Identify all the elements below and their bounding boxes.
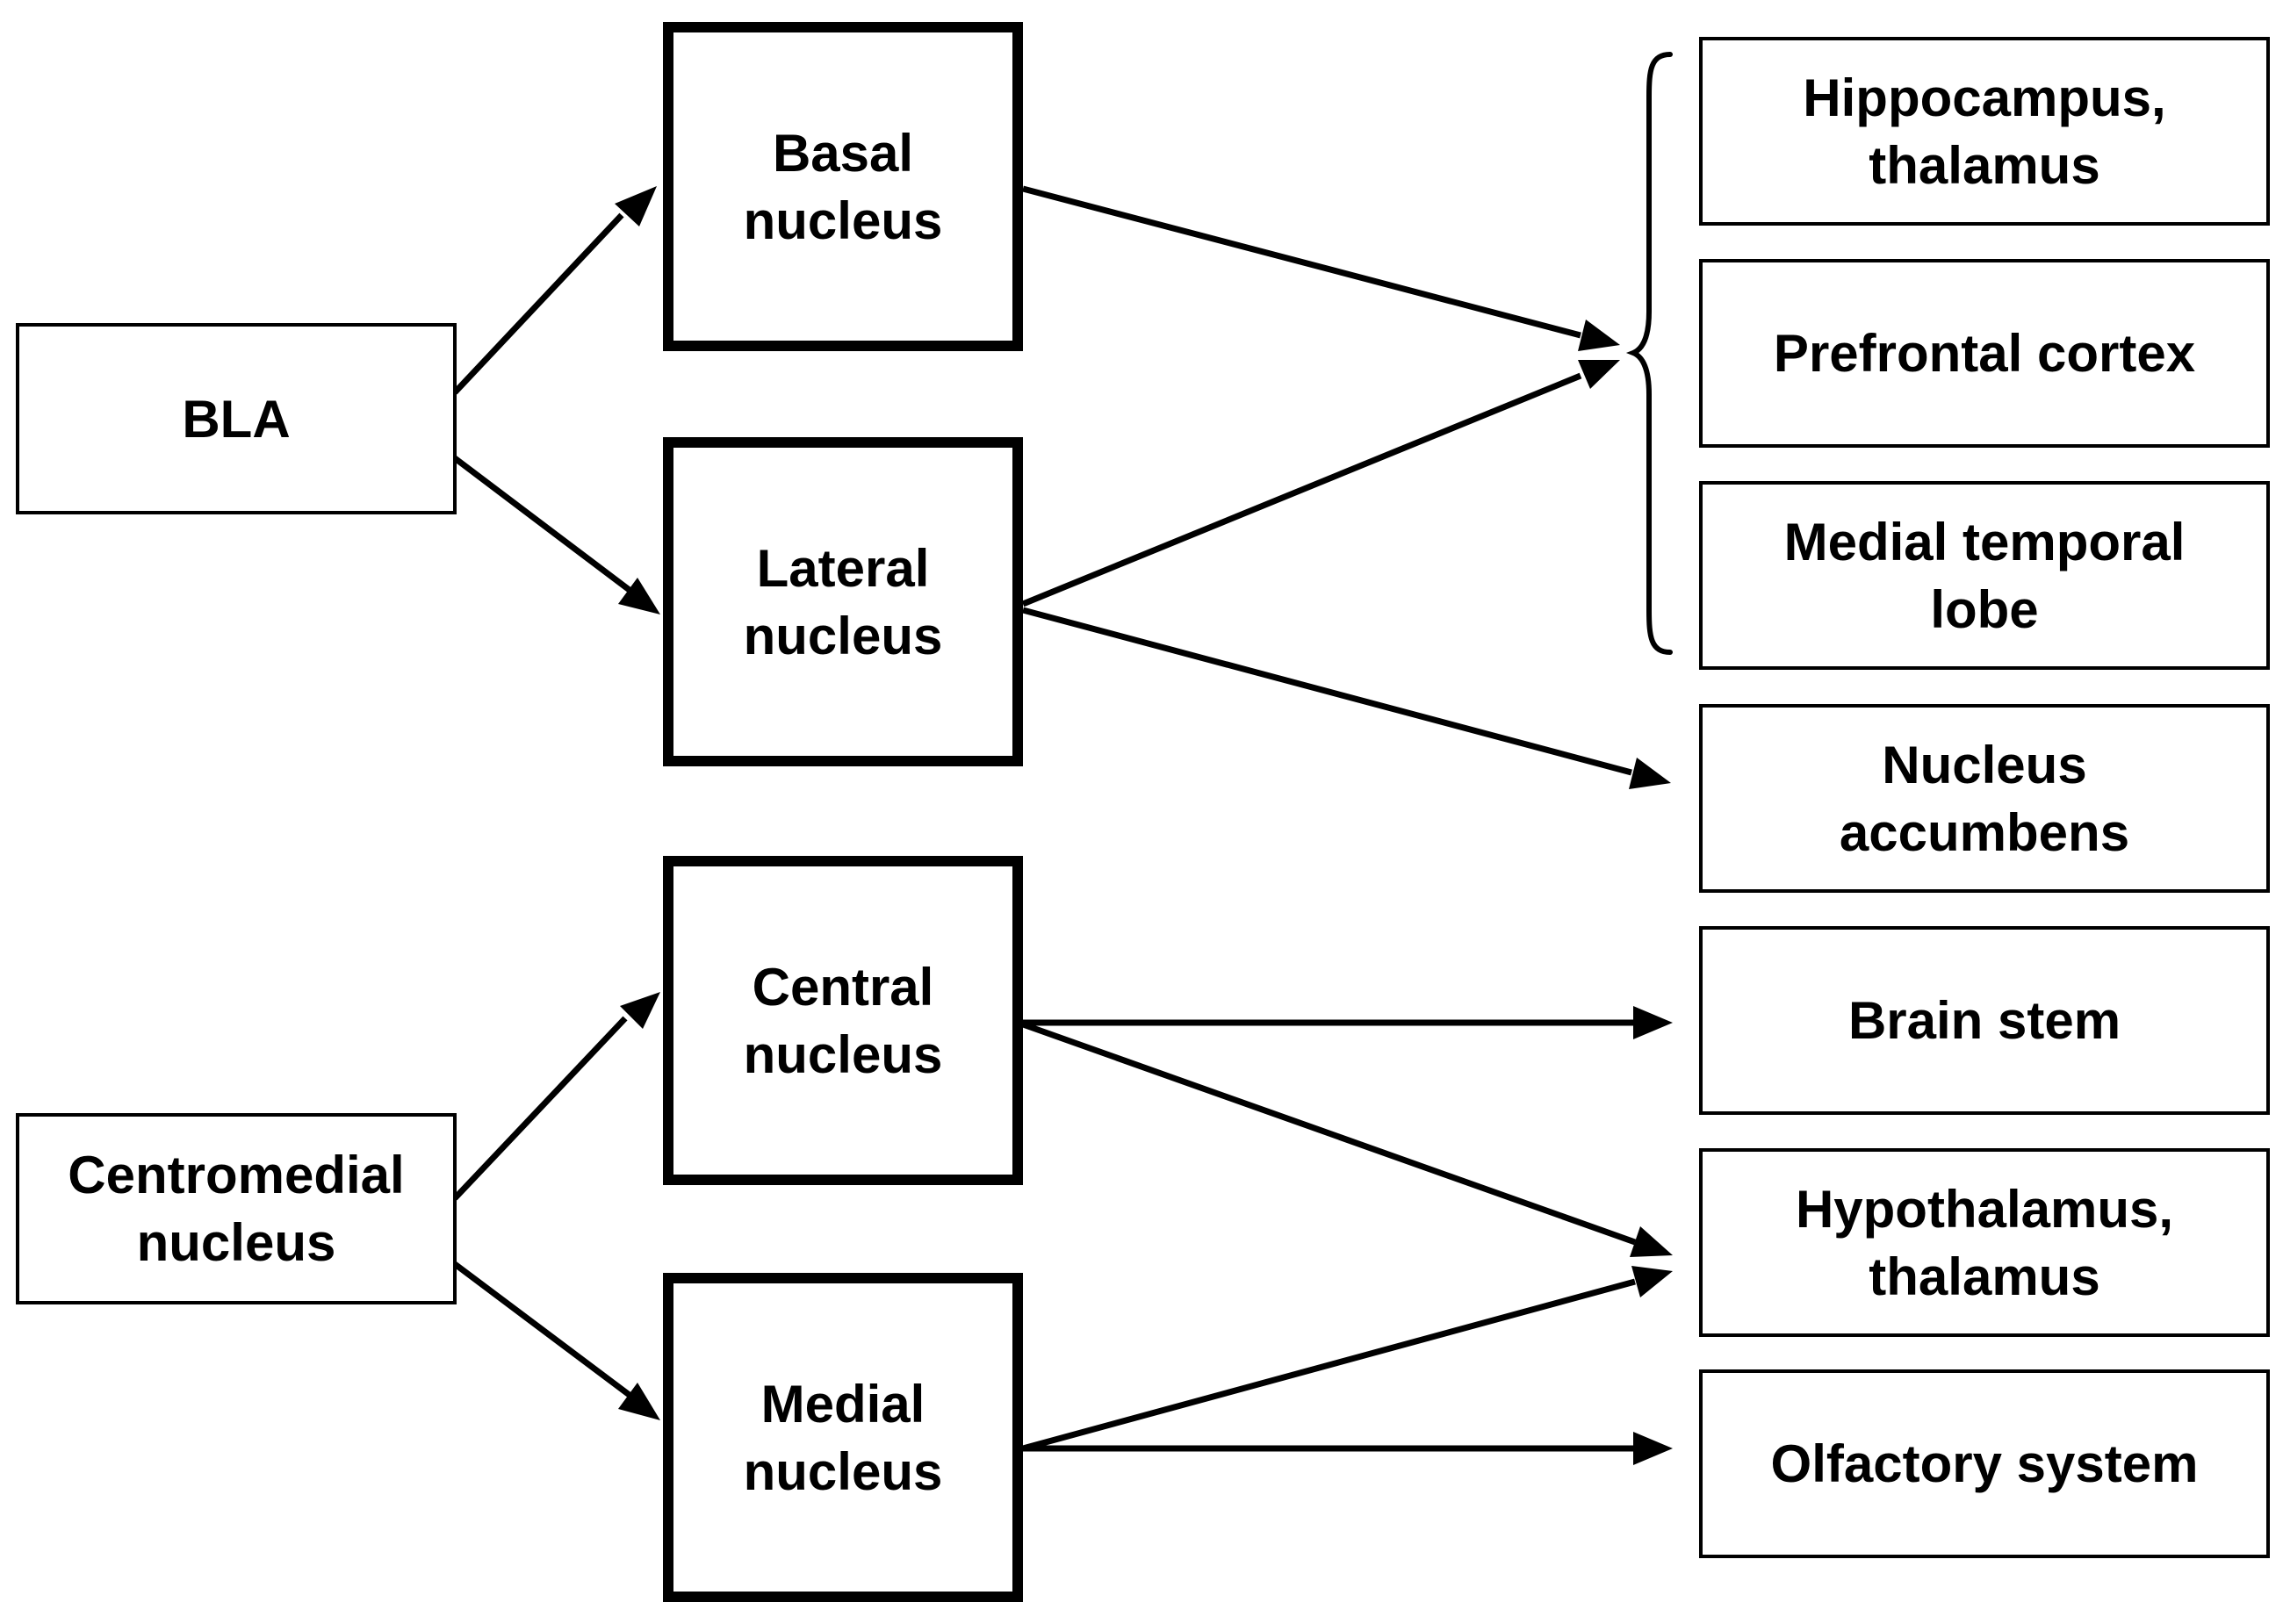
arrowhead-bla-to-lateral — [618, 578, 660, 614]
node-nucleus-accumbens-label: Nucleus accumbens — [1839, 735, 2130, 862]
arrowhead-centromedial-to-medial — [618, 1383, 660, 1420]
arrowhead-medial-to-olfactory — [1633, 1432, 1673, 1465]
arrow-centromedial-to-medial — [452, 1261, 633, 1398]
arrow-lateral-to-nucleus-accumbens — [1022, 607, 1632, 776]
arrow-medial-to-hypothalamus — [1022, 1278, 1636, 1452]
node-prefrontal-cortex-label: Prefrontal cortex — [1773, 324, 2196, 383]
node-basal-label: Basal nucleus — [743, 123, 943, 250]
node-basal-nucleus: Basal nucleus — [663, 22, 1023, 351]
arrowhead-lateral-to-cortical-group — [1578, 360, 1620, 389]
node-olfactory-system-label: Olfactory system — [1770, 1434, 2199, 1493]
arrow-bla-to-lateral — [452, 456, 633, 593]
node-bla: BLA — [16, 323, 457, 514]
node-centromedial-nucleus: Centromedial nucleus — [16, 1113, 457, 1304]
arrowhead-centromedial-to-central — [620, 992, 660, 1029]
arrow-central-to-hypothalamus — [1021, 1021, 1637, 1246]
node-olfactory-system: Olfactory system — [1699, 1369, 2270, 1558]
arrow-basal-to-cortical-group — [1022, 185, 1581, 339]
node-hippocampus-thalamus: Hippocampus, thalamus — [1699, 37, 2270, 226]
arrowhead-central-to-hypothalamus — [1630, 1226, 1673, 1257]
node-prefrontal-cortex: Prefrontal cortex — [1699, 259, 2270, 448]
arrow-centromedial-to-central — [452, 1016, 628, 1201]
node-lateral-label: Lateral nucleus — [743, 538, 943, 665]
node-central-nucleus: Central nucleus — [663, 856, 1023, 1185]
node-medial-nucleus: Medial nucleus — [663, 1273, 1023, 1602]
arrowhead-bla-to-basal — [615, 186, 657, 226]
node-centromedial-label: Centromedial nucleus — [68, 1146, 405, 1272]
arrowhead-medial-to-hypothalamus — [1631, 1266, 1673, 1297]
arrow-lateral-to-cortical-group — [1021, 372, 1582, 607]
node-brain-stem: Brain stem — [1699, 926, 2270, 1115]
node-lateral-nucleus: Lateral nucleus — [663, 437, 1023, 766]
node-brain-stem-label: Brain stem — [1847, 991, 2121, 1050]
curly-brace — [1625, 52, 1673, 655]
node-bla-label: BLA — [182, 389, 291, 449]
node-hypothalamus-thalamus-label: Hypothalamus, thalamus — [1795, 1179, 2174, 1306]
node-hippocampus-thalamus-label: Hippocampus, thalamus — [1803, 68, 2166, 195]
node-medial-label: Medial nucleus — [743, 1374, 943, 1501]
node-hypothalamus-thalamus: Hypothalamus, thalamus — [1699, 1148, 2270, 1337]
node-nucleus-accumbens: Nucleus accumbens — [1699, 704, 2270, 893]
node-medial-temporal-lobe: Medial temporal lobe — [1699, 481, 2270, 670]
arrowhead-lateral-to-nucleus-accumbens — [1629, 758, 1671, 789]
arrowhead-basal-to-cortical-group — [1578, 320, 1620, 351]
node-medial-temporal-lobe-label: Medial temporal lobe — [1783, 512, 2186, 639]
node-central-label: Central nucleus — [743, 957, 943, 1084]
arrow-bla-to-basal — [452, 212, 624, 395]
arrowhead-central-to-brain-stem — [1633, 1006, 1673, 1039]
